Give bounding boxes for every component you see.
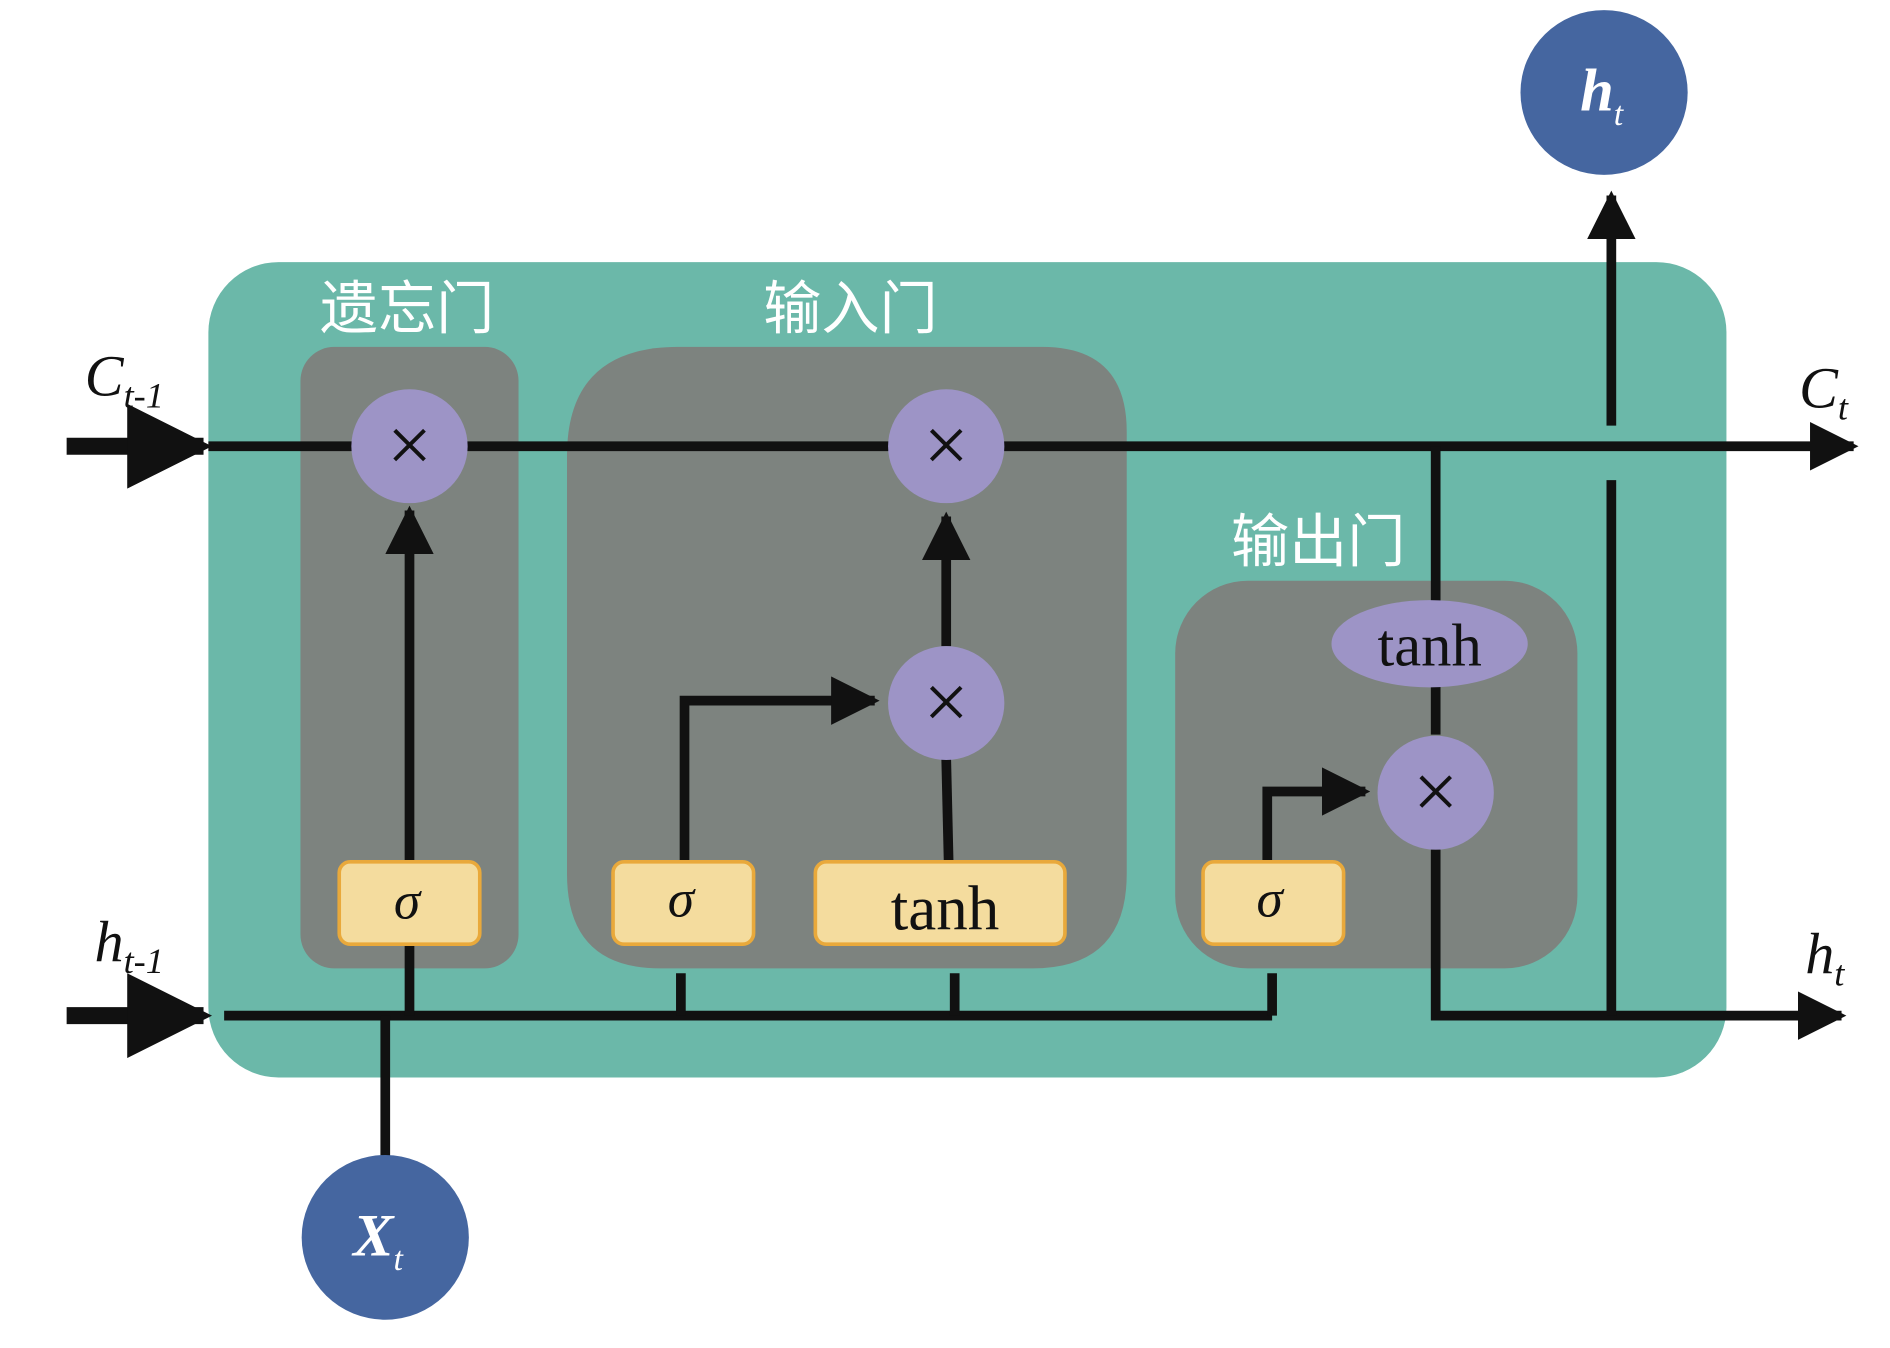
input-cell-multiply-node: × — [888, 389, 1005, 504]
h-output-node: ht — [1520, 10, 1688, 175]
h-next-label: ht — [1805, 921, 1845, 993]
input-gate-panel — [567, 346, 1127, 969]
output-sigma-box: σ — [1201, 859, 1346, 946]
x-input-base: X — [351, 1203, 395, 1270]
tanh-label: tanh — [891, 874, 999, 944]
svg-text:Xt: Xt — [351, 1203, 404, 1279]
multiply-icon: × — [924, 402, 969, 490]
output-gate-label: 输出门 — [1231, 507, 1405, 575]
h-prev-sub: t-1 — [124, 941, 164, 981]
output-sigma-to-multiply — [1262, 767, 1371, 862]
c-prev-base: C — [85, 343, 125, 408]
h-top-sub: t — [1614, 96, 1625, 133]
svg-text:ht: ht — [1580, 58, 1625, 134]
h-top-base: h — [1580, 58, 1614, 125]
c-next-label: Ct — [1799, 355, 1849, 427]
sigma-label: σ — [1257, 869, 1285, 928]
multiply-icon: × — [1413, 748, 1458, 836]
c-prev-sub: t-1 — [124, 375, 164, 415]
multiply-icon: × — [387, 402, 432, 490]
c-prev-label: Ct-1 — [85, 343, 164, 415]
h-next-sub: t — [1834, 953, 1845, 993]
output-tanh-label: tanh — [1377, 613, 1481, 680]
input-gate-label: 输入门 — [763, 275, 937, 343]
output-multiply-to-h — [1430, 849, 1847, 1040]
sigma-label: σ — [394, 872, 422, 931]
multiply-icon: × — [924, 659, 969, 747]
input-sigma-to-multiply — [679, 676, 880, 862]
c-next-sub: t — [1838, 388, 1849, 428]
h-next-base: h — [1805, 921, 1834, 986]
input-multiply-node: × — [888, 646, 1005, 761]
output-multiply-node: × — [1377, 735, 1494, 850]
input-tanh-box: tanh — [813, 859, 1067, 946]
sigma-label: σ — [668, 869, 696, 928]
h-prev-label: ht-1 — [95, 909, 164, 981]
input-tanh-to-multiply — [941, 758, 954, 862]
forget-gate-label: 遗忘门 — [320, 275, 494, 343]
c-next-base: C — [1799, 355, 1839, 420]
input-sigma-box: σ — [611, 859, 756, 946]
h-prev-base: h — [95, 909, 124, 974]
x-input-node: Xt — [301, 1154, 469, 1320]
forget-sigma-box: σ — [337, 859, 482, 946]
x-input-sub: t — [393, 1241, 404, 1278]
output-tanh-node: tanh — [1331, 600, 1528, 688]
forget-multiply-node: × — [351, 389, 468, 504]
